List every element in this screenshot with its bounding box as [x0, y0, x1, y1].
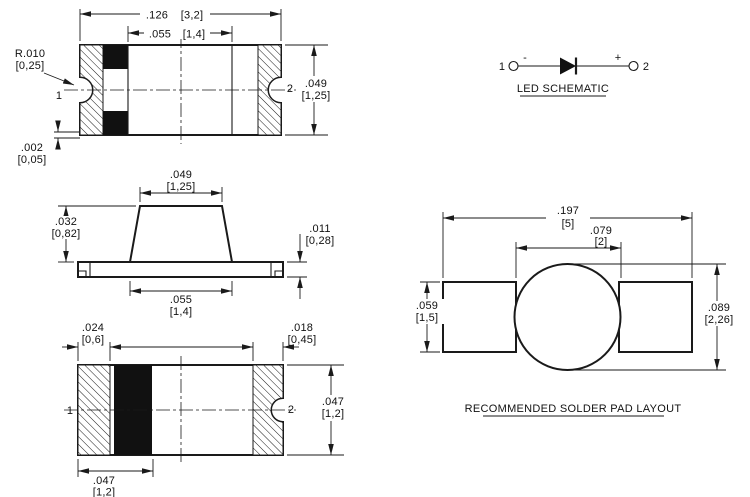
- radius-mm: [0,25]: [16, 60, 45, 72]
- dim-lens-mm: [1,4]: [183, 29, 205, 41]
- dim-pad-overall-width: .197 [5]: [442, 205, 693, 278]
- pin1-label-front: 1: [67, 405, 73, 417]
- dim-left-terminal-mm: [0,6]: [82, 334, 104, 346]
- dim-overall-in: .126: [146, 10, 168, 22]
- top-view: .126 [3,2] .055 [1,4] .049 [1,25] R.010 …: [15, 7, 334, 166]
- dim-height-mm: [1,25]: [302, 90, 331, 102]
- solder-pad-layout: .197 [5] .079 [2] .059 [1,5] .089 [2,26]: [408, 205, 741, 417]
- dim-lens-base-in: .055: [170, 294, 192, 306]
- right-pad: [618, 281, 693, 353]
- dim-package-height: .049 [1,25]: [285, 44, 334, 136]
- dim-lens-top-in: .049: [170, 169, 192, 181]
- dim-outer-height-in: .089: [708, 302, 730, 314]
- dim-lens-top-mm: [1,25]: [167, 181, 196, 193]
- substrate-plate: [77, 261, 284, 278]
- dim-right-terminal-width: .018 [0,45]: [237, 322, 317, 350]
- dim-lens-in: .055: [149, 29, 171, 41]
- schematic-title: LED SCHEMATIC: [517, 83, 609, 95]
- lens-footprint-circle: [513, 263, 622, 371]
- schematic-pin2-label: 2: [643, 61, 649, 73]
- dim-height-front-mm: [1,2]: [322, 408, 344, 420]
- polarity-mark-bottom: [103, 111, 128, 135]
- dim-left-terminal-width: .024 [0,6]: [62, 322, 284, 361]
- dim-lens-height: .032 [0,82]: [48, 205, 136, 263]
- dim-substrate-in: .011: [309, 223, 330, 235]
- schematic-positive-sign: +: [615, 52, 622, 64]
- pin2-label-front: 2: [288, 404, 294, 416]
- dim-pad-overall-in: .197: [557, 205, 579, 217]
- edge-gap-in: .002: [21, 142, 43, 154]
- side-view: .049 [1,25] .032 [0,82] .011 [0,28] .055…: [48, 169, 334, 318]
- dim-substrate-mm: [0,28]: [306, 235, 335, 247]
- dim-overall-mm: [3,2]: [181, 10, 203, 22]
- dim-overall-width: .126 [3,2]: [79, 7, 282, 41]
- right-terminal-hatch: [257, 44, 282, 136]
- dim-substrate-thickness: .011 [0,28]: [287, 223, 334, 299]
- dim-lens-width: .055 [1,4]: [127, 26, 233, 42]
- dim-left-section-in: .047: [93, 475, 115, 487]
- schematic-pin1-label: 1: [499, 61, 505, 73]
- dim-outer-height-mm: [2,26]: [705, 314, 734, 326]
- dim-height-in: .049: [305, 78, 327, 90]
- dim-outer-height: .089 [2,26]: [570, 263, 741, 371]
- schematic-negative-sign: -: [523, 52, 527, 64]
- pin2-label: 2: [287, 83, 293, 95]
- dim-left-section: .047 [1,2]: [77, 459, 154, 497]
- dim-pad-inner-in: .079: [590, 225, 612, 237]
- edge-gap-mm: [0,05]: [18, 154, 47, 166]
- dim-pad-inner-mm: [2]: [595, 236, 608, 248]
- schematic-terminal2: [628, 60, 639, 72]
- dim-lens-top-width: .049 [1,25]: [139, 169, 223, 202]
- dim-right-terminal-in: .018: [291, 322, 313, 334]
- dim-height-front-in: .047: [322, 396, 344, 408]
- diode-triangle: [560, 57, 576, 75]
- left-terminal-hatch: [79, 44, 104, 136]
- dim-lens-base-mm: [1,4]: [170, 306, 192, 318]
- dim-pad-height-mm: [1,5]: [416, 312, 438, 324]
- polarity-mark-top: [103, 45, 128, 69]
- edge-gap-callout: .002 [0,05]: [18, 120, 80, 166]
- left-end-notch: [78, 270, 87, 277]
- dim-pad-height: .059 [1,5]: [408, 281, 446, 353]
- dim-left-terminal-in: .024: [82, 322, 104, 334]
- radius-callout: R.010 [0,25]: [15, 48, 75, 86]
- left-pad: [442, 281, 517, 353]
- dim-pad-overall-mm: [5]: [562, 218, 575, 230]
- dim-lens-base-width: .055 [1,4]: [129, 281, 233, 318]
- pad-layout-title: RECOMMENDED SOLDER PAD LAYOUT: [465, 403, 682, 415]
- dim-pad-inner-gap: .079 [2]: [515, 225, 622, 278]
- led-schematic: 1 - + 2 LED SCHEMATIC: [499, 52, 649, 97]
- dim-lens-height-in: .032: [55, 216, 77, 228]
- radius-in: R.010: [15, 48, 45, 60]
- schematic-terminal1: [508, 60, 519, 72]
- dim-package-height-front: .047 [1,2]: [287, 364, 351, 456]
- dim-pad-height-in: .059: [416, 300, 438, 312]
- front-view: .024 [0,6] .018 [0,45] .047 [1,2] .047 […: [62, 322, 351, 497]
- dim-left-section-mm: [1,2]: [93, 487, 115, 497]
- pin1-label: 1: [56, 90, 62, 102]
- dim-lens-height-mm: [0,82]: [52, 228, 81, 240]
- right-end-notch: [274, 270, 283, 277]
- lens-profile: [128, 205, 234, 263]
- dim-right-terminal-mm: [0,45]: [288, 334, 317, 346]
